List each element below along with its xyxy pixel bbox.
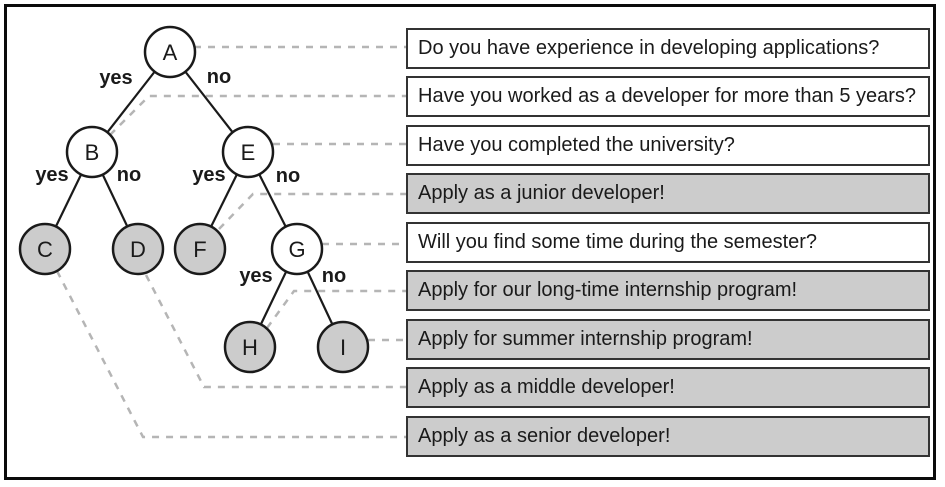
edge-label-a-no: no xyxy=(207,66,231,88)
outcome-box-summer-internship: Apply for summer internship program! xyxy=(406,318,930,360)
node-circle-g xyxy=(270,222,324,276)
edge-label-g-yes: yes xyxy=(239,265,272,287)
node-circle-d xyxy=(111,222,165,276)
question-box-experience: Do you have experience in developing app… xyxy=(406,27,930,69)
node-circle-f xyxy=(173,222,227,276)
edge-label-b-yes: yes xyxy=(35,164,68,186)
node-label-b: B xyxy=(85,140,100,165)
node-circle-a xyxy=(143,25,197,79)
node-label-f: F xyxy=(193,237,206,262)
edge-label-e-no: no xyxy=(276,165,300,187)
edge-label-e-yes: yes xyxy=(192,164,225,186)
connector-node-d xyxy=(144,274,406,389)
edge-label-g-no: no xyxy=(322,265,346,287)
question-box-five-years: Have you worked as a developer for more … xyxy=(406,76,930,117)
question-box-university: Have you completed the university? xyxy=(406,124,930,166)
question-box-semester: Will you find some time during the semes… xyxy=(406,221,930,263)
node-circle-c xyxy=(18,222,72,276)
outcome-box-junior: Apply as a junior developer! xyxy=(406,173,930,214)
connector-node-h xyxy=(265,289,406,329)
node-circle-b xyxy=(65,125,119,179)
edge-label-a-yes: yes xyxy=(99,67,132,89)
edge-label-b-no: no xyxy=(117,164,141,186)
connector-node-b xyxy=(109,94,406,136)
node-circle-i xyxy=(316,320,370,374)
node-label-e: E xyxy=(241,140,256,165)
node-label-d: D xyxy=(130,237,146,262)
outcome-box-senior: Apply as a senior developer! xyxy=(406,415,930,457)
node-label-a: A xyxy=(163,40,178,65)
node-label-i: I xyxy=(340,335,346,360)
connector-node-f xyxy=(218,192,406,230)
connector-node-c xyxy=(55,270,406,439)
node-label-g: G xyxy=(288,237,305,262)
node-circle-h xyxy=(223,320,277,374)
outcome-box-long-internship: Apply for our long-time internship progr… xyxy=(406,270,930,311)
node-circle-e xyxy=(221,125,275,179)
node-label-c: C xyxy=(37,237,53,262)
outcome-box-middle: Apply as a middle developer! xyxy=(406,367,930,408)
node-label-h: H xyxy=(242,335,258,360)
